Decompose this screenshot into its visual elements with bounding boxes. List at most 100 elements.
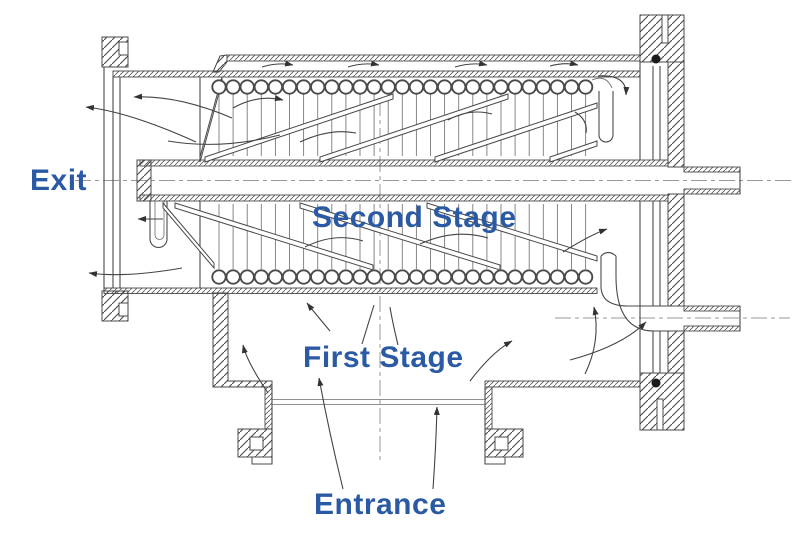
entrance-flange-groove-right [494,436,509,451]
flow-arrow [88,267,183,278]
shell-top-wall [112,70,641,78]
second-stage-label: Second Stage [312,201,516,234]
coil-tube-section [253,269,269,285]
coil-tube-section [267,79,284,95]
stage-divider-plate [103,287,598,294]
flow-arrow [569,321,647,361]
flow-arrow [419,233,489,245]
first-stage-label: First Stage [303,341,464,374]
coil-tube-section [521,79,537,95]
coil-tube-section [436,269,453,285]
coil-tube-section [436,79,453,95]
flow-arrow [85,104,197,143]
coil-tube-section [451,269,467,285]
coil-tube-section [239,269,255,285]
coil-tube-section [521,269,537,285]
helical-vane [434,102,598,163]
coil-tube-section [577,269,594,285]
right-flange-slot-bottom [656,398,664,431]
coil-tube-section [507,79,523,95]
coil-tube-section [394,269,410,285]
entrance-pipe-wall-right [484,386,493,430]
coil-tube-section [338,79,354,95]
coil-return-bend [591,77,614,143]
flow-arrow [261,60,294,68]
return-bend-cap [591,77,613,89]
coil-tube-section [352,269,368,285]
flow-arrow [389,306,399,346]
coil-tube-section [352,79,368,95]
outer-jacket-wall [226,54,641,62]
entrance-label: Entrance [314,488,446,521]
entrance-flange-groove-left [249,436,264,451]
coil-tube-section [281,269,298,285]
helical-vane [162,201,215,270]
coil-tube-section [563,269,580,285]
seal-oring-bottom [651,378,661,388]
flange-groove-top [118,41,129,56]
coil-tube-section [380,79,396,95]
coil-tube-section [549,269,566,285]
coil-tube-section [211,269,227,285]
flow-arrow [469,340,513,382]
coil-tube-section [366,79,382,95]
lower-port [600,251,741,332]
elbow-cap [600,251,617,257]
coil-tube-section [253,79,269,95]
coil-row-bottom [211,269,594,285]
exit-flange [101,36,129,322]
coil-tube-section [295,79,312,95]
flow-arrow [361,304,375,345]
coil-tube-section [493,79,509,95]
flow-arrow [347,60,380,68]
elbow-outer [600,256,684,307]
flow-arrows [85,60,647,490]
coil-tube-section [408,79,425,95]
coil-tube-section [408,269,425,285]
coil-tube-section [394,79,410,95]
coil-tube-section [225,79,241,95]
coil-tube-section [310,79,326,95]
coil-tube-section [267,269,284,285]
lower-port-top-wall [683,305,741,312]
coil-tube-section [324,269,340,285]
flow-arrow [306,302,331,332]
return-bend-u [598,91,614,143]
drain-tube [149,201,168,248]
helical-vane [319,93,509,163]
coil-verticals-bottom [218,204,587,269]
first-stage-bottom-wall [484,380,641,388]
flow-arrow [167,134,281,145]
center-tube [136,77,741,288]
coil-tube-section [479,79,495,95]
coil-tube-section [549,79,566,95]
flow-arrow [549,60,579,67]
coil-row-top [211,79,594,95]
lower-port-bottom-wall [683,325,741,332]
right-wall-middle [667,193,685,307]
flow-arrow [299,131,357,143]
coil-tube-section [422,79,439,95]
coil-tube-section [324,79,340,95]
flow-arrow [317,377,344,490]
coil-tube-section [366,269,382,285]
coil-tube-section [338,269,354,285]
first-stage-left-wall [212,292,273,388]
flange-groove-bottom [118,302,129,317]
flow-arrow [454,60,488,68]
coil-tube-section [465,269,481,285]
coil-tube-section [211,79,227,95]
right-end-assembly [639,14,685,431]
flow-arrow [241,344,269,394]
coil-tube-section [577,79,594,95]
flow-arrow [562,228,608,253]
coil-tube-section [535,79,551,95]
right-wall-lower [667,330,685,374]
coil-tube-section [507,269,523,285]
entrance-lip-right [484,456,506,465]
labels: Exit Second Stage First Stage Entrance [30,164,516,521]
coil-tube-section [295,269,312,285]
tube-top-wall [139,159,669,167]
